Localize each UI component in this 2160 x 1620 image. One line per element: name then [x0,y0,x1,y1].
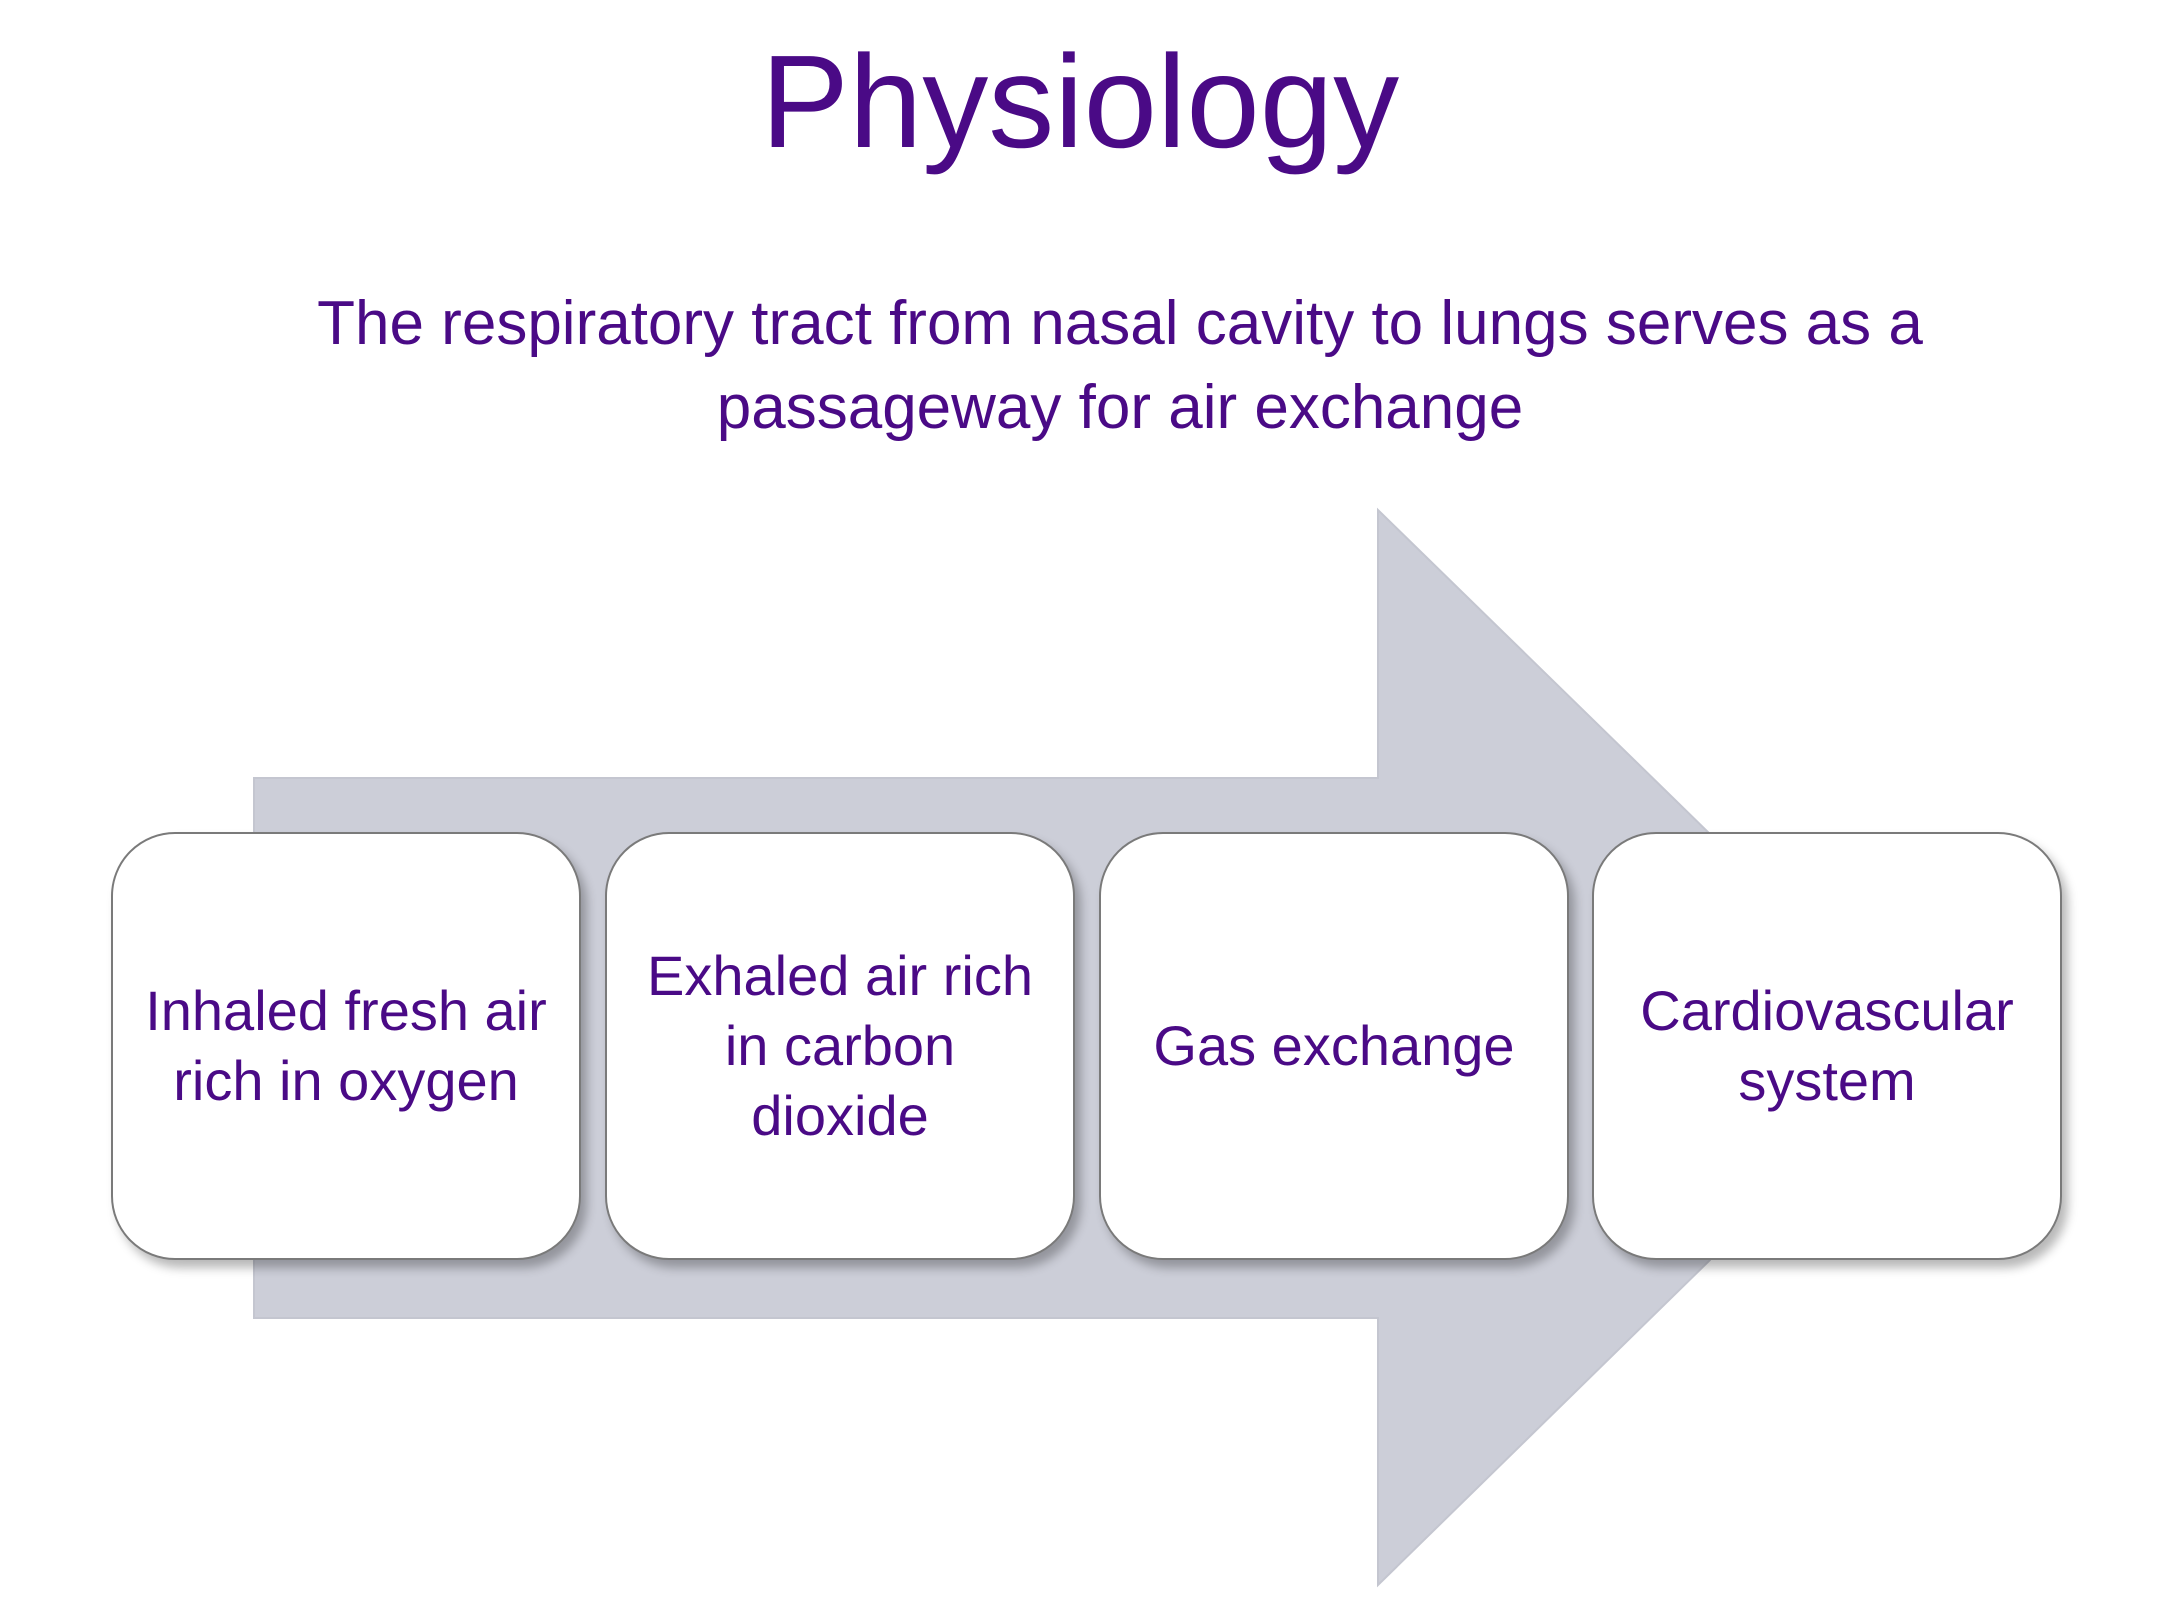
step-label: Gas exchange [1153,1014,1515,1077]
step-box-exhaled-air: Exhaled air rich in carbon dioxide [605,832,1075,1260]
step-label: Cardiovascular system [1640,979,2014,1112]
page-title: Physiology [760,28,1400,175]
step-label: Inhaled fresh air rich in oxygen [145,979,547,1112]
step-label: Exhaled air rich in carbon dioxide [647,944,1033,1147]
step-box-inhaled-air: Inhaled fresh air rich in oxygen [111,832,581,1260]
subtitle: The respiratory tract from nasal cavity … [317,289,1923,442]
step-box-gas-exchange: Gas exchange [1099,832,1569,1260]
step-box-cardiovascular-system: Cardiovascular system [1592,832,2062,1260]
